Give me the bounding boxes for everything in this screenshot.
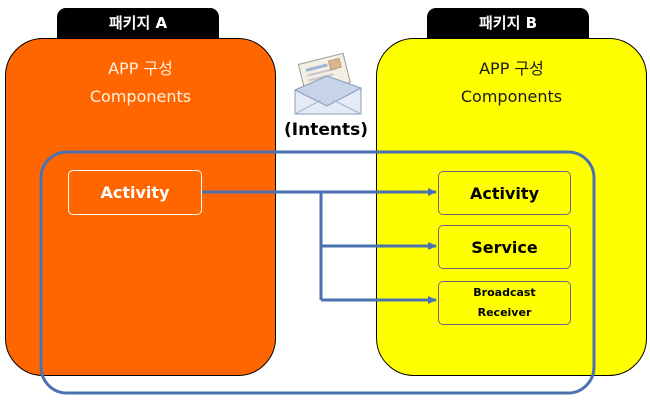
envelope-icon [287,50,367,120]
package-a-components-label: Components [89,87,192,106]
package-b-tab: 패키지 B [427,8,589,42]
package-b-tab-label: 패키지 B [478,14,538,32]
component-broadcast-label-line2: Receiver [477,306,532,319]
component-broadcast-label-line1: Broadcast [473,286,536,299]
intents-label: (Intents) [284,120,368,140]
components-frame [39,150,596,395]
component-service-b-label: Service [471,237,538,257]
package-a-tab: 패키지 A [57,8,219,42]
component-activity-b-label: Activity [470,183,539,203]
component-activity-b: Activity [438,171,571,215]
component-service-b: Service [438,225,571,269]
component-broadcast-receiver-b: Broadcast Receiver [438,281,571,325]
component-activity-a: Activity [68,170,202,215]
package-b-app-label: APP 구성 [479,59,544,78]
package-a-tab-label: 패키지 A [108,14,168,32]
package-b-components-label: Components [460,87,563,106]
component-activity-a-label: Activity [100,183,170,202]
package-a-app-label: APP 구성 [108,59,173,78]
